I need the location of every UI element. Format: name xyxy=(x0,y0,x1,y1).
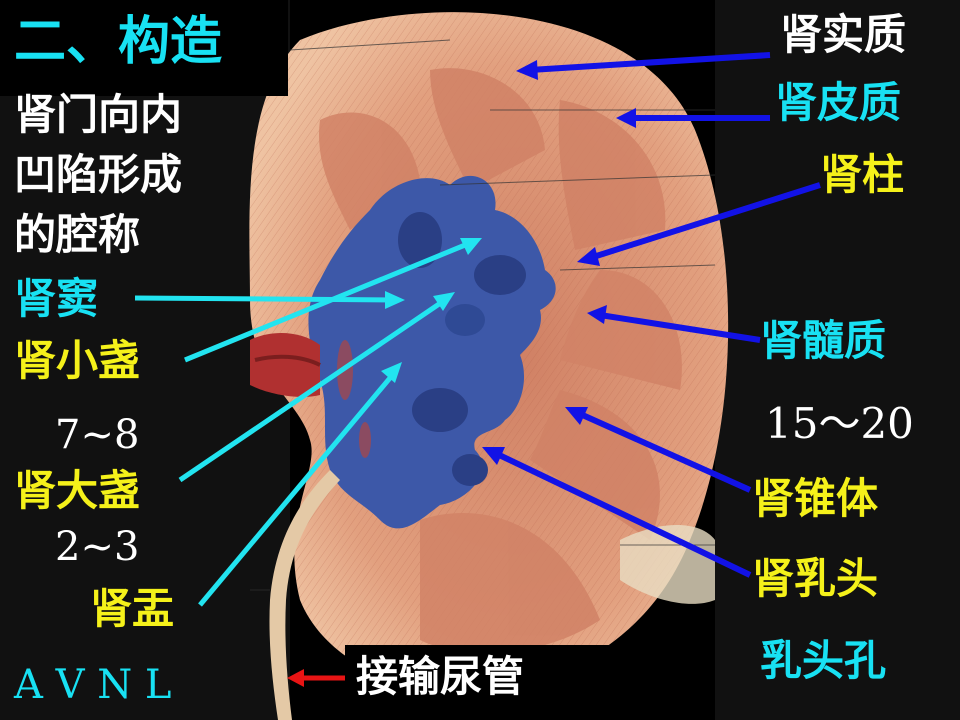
vessel-abbreviation: A V N L xyxy=(14,662,172,708)
renal-vessels xyxy=(250,333,320,397)
label-papillary-foramen: 乳头孔 xyxy=(760,636,887,685)
label-parenchyma: 肾实质 xyxy=(780,10,907,59)
label-renal-pelvis: 肾盂 xyxy=(90,584,175,633)
label-pyramid: 肾锥体 xyxy=(752,474,879,523)
label-major-calyx: 肾大盏 xyxy=(14,466,141,515)
label-papilla: 肾乳头 xyxy=(752,554,879,603)
minor-calyx-count: 7~8 xyxy=(55,412,140,458)
description-line-1: 肾门向内 xyxy=(14,90,183,139)
pyramid-count: 15～20 xyxy=(765,399,914,448)
title-box xyxy=(0,0,288,96)
description-line-2: 凹陷形成 xyxy=(14,150,183,199)
cyan-arrows xyxy=(134,238,482,607)
ureter-label-box xyxy=(345,645,630,720)
renal-pyramids xyxy=(319,68,682,654)
label-minor-calyx: 肾小盏 xyxy=(14,336,141,385)
label-medulla: 肾髓质 xyxy=(760,316,887,365)
ureter xyxy=(269,470,340,720)
label-cortex: 肾皮质 xyxy=(775,78,902,127)
label-renal-column: 肾柱 xyxy=(820,150,905,199)
left-panel xyxy=(0,0,290,720)
label-renal-sinus: 肾窦 xyxy=(14,274,99,323)
label-connect-ureter: 接输尿管 xyxy=(356,652,525,701)
section-heading: 二、构造 xyxy=(14,12,223,72)
major-calyx-count: 2~3 xyxy=(55,524,140,570)
blue-arrows xyxy=(482,52,821,578)
description-line-3: 的腔称 xyxy=(14,210,141,259)
red-arrow xyxy=(287,669,345,687)
